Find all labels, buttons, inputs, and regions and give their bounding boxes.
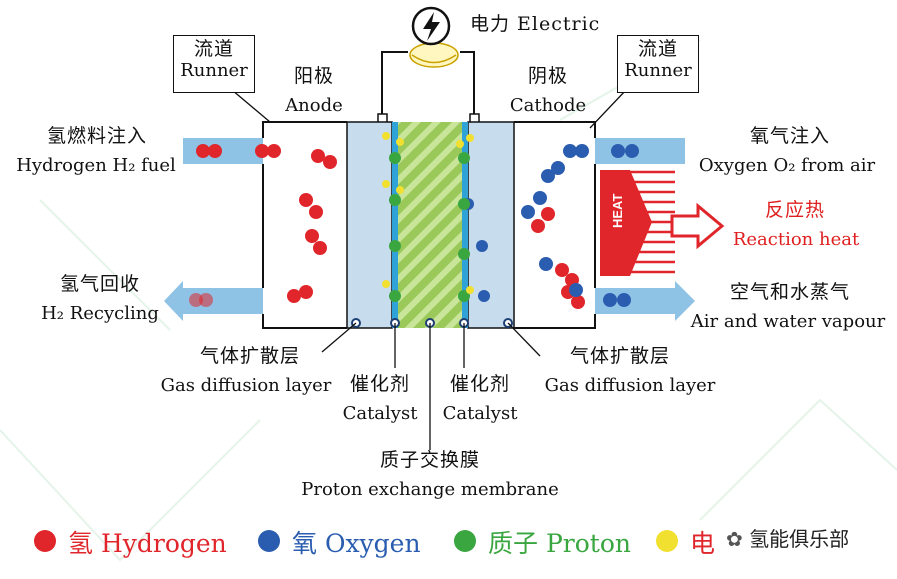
heat-badge-text: HEAT — [610, 194, 625, 228]
legend-hydrogen-dot — [34, 530, 56, 552]
watermark: ✿ 氢能俱乐部 — [722, 527, 854, 551]
catalyst-right-en: Catalyst — [442, 403, 518, 424]
hydrogen-fuel-zh: 氢燃料注入 — [46, 125, 147, 147]
runner-left-zh: 流道 — [193, 38, 234, 60]
runner-left-box: 流道 Runner — [173, 35, 255, 93]
gdl-left-zh: 气体扩散层 — [199, 345, 300, 367]
oxygen-in-en: Oxygen O₂ from air — [698, 155, 876, 176]
heat-arrow — [600, 170, 652, 276]
wechat-icon: ✿ — [726, 527, 743, 551]
catalyst-left-en: Catalyst — [342, 403, 418, 424]
legend-hydrogen-label: 氢 Hydrogen — [68, 529, 227, 558]
cathode-en: Cathode — [509, 95, 587, 116]
gdl-left-en: Gas diffusion layer — [160, 375, 332, 396]
legend-oxygen-label: 氧 Oxygen — [292, 529, 421, 558]
gas-diffusion-layer-right — [467, 121, 515, 329]
runner-left-en: Runner — [180, 60, 248, 81]
catalyst-layer-right — [462, 122, 468, 328]
h2-recycling-zh: 氢气回收 — [59, 273, 140, 295]
lightning-bolt-icon — [411, 6, 451, 46]
oxygen-in-zh: 氧气注入 — [749, 125, 830, 147]
watermark-text: 氢能俱乐部 — [749, 527, 850, 551]
anode-en: Anode — [285, 95, 343, 116]
legend-oxygen-dot — [258, 530, 280, 552]
power-label: 电力 Electric — [470, 13, 601, 35]
hydrogen-molecules — [189, 144, 585, 309]
proton-exchange-membrane — [398, 122, 462, 328]
hydrogen-fuel-en: Hydrogen H₂ fuel — [16, 155, 176, 176]
pem-zh: 质子交换膜 — [379, 449, 480, 471]
runner-right-zh: 流道 — [637, 38, 678, 60]
reaction-heat-en: Reaction heat — [732, 229, 860, 250]
catalyst-left-zh: 催化剂 — [349, 373, 410, 395]
legend-proton-dot — [454, 530, 476, 552]
reaction-heat-zh: 反应热 — [764, 199, 825, 221]
cathode-zh: 阴极 — [527, 65, 568, 87]
load-bulb-icon — [409, 42, 459, 68]
runner-right-en: Runner — [624, 60, 692, 81]
air-vapour-zh: 空气和水蒸气 — [729, 281, 850, 303]
legend-proton-label: 质子 Proton — [488, 529, 631, 558]
gas-pipes — [164, 138, 695, 321]
protons — [389, 152, 470, 302]
gdl-right-en: Gas diffusion layer — [544, 375, 716, 396]
leader-lines — [231, 89, 627, 450]
pem-en: Proton exchange membrane — [301, 479, 559, 500]
reaction-heat-arrow — [670, 202, 725, 250]
h2-recycling-en: H₂ Recycling — [41, 303, 159, 324]
gas-diffusion-layer-left — [346, 121, 393, 329]
legend-electron-label: 电 — [690, 529, 716, 558]
legend-electron-dot — [656, 530, 678, 552]
gdl-right-zh: 气体扩散层 — [569, 345, 670, 367]
circuit-wire — [381, 51, 475, 118]
air-vapour-en: Air and water vapour — [690, 311, 886, 332]
catalyst-right-zh: 催化剂 — [449, 373, 510, 395]
electrons — [382, 132, 474, 294]
runner-right-box: 流道 Runner — [617, 35, 699, 93]
anode-zh: 阳极 — [293, 65, 334, 87]
catalyst-layer-left — [392, 122, 398, 328]
anode-chamber — [262, 121, 347, 329]
